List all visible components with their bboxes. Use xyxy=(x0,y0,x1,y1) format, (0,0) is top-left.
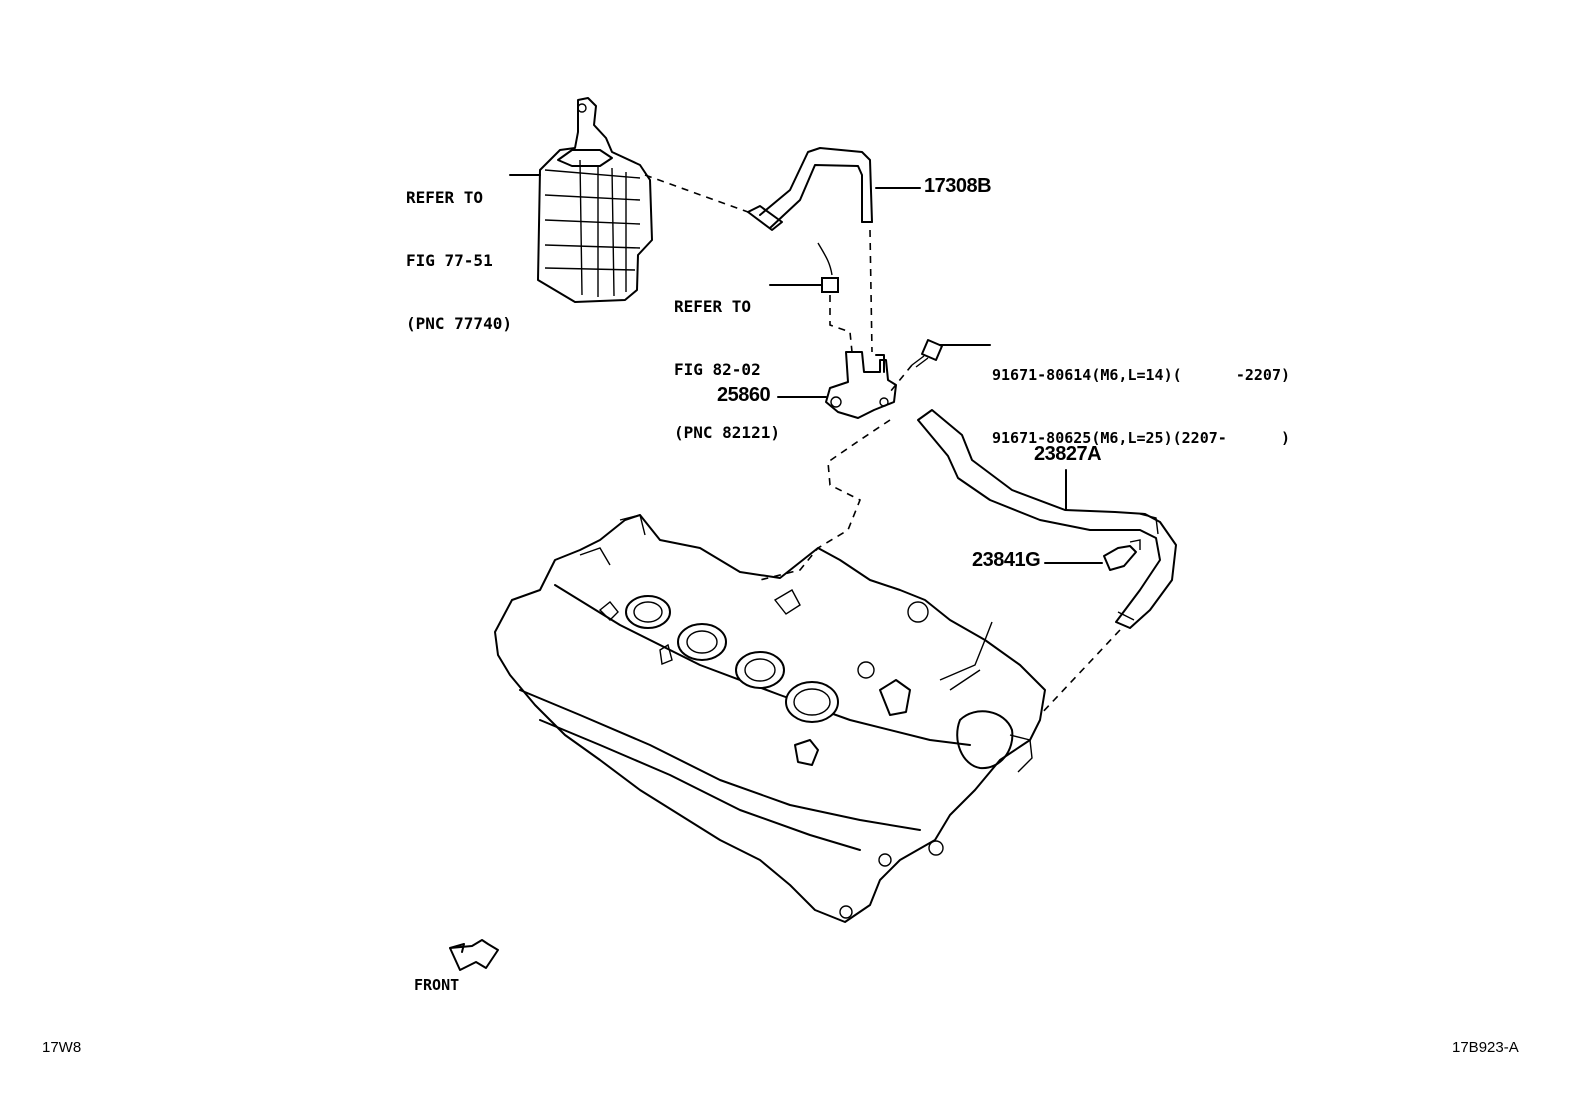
part-number-23827a: 23827A xyxy=(1034,443,1102,465)
bolt-part-line-1: 91671-80614(M6,L=14)( -2207) xyxy=(992,366,1291,384)
part-number-25860: 25860 xyxy=(717,384,771,406)
vsv-valve xyxy=(825,351,897,419)
sensor-reference-label: REFER TO FIG 82-02 (PNC 82121) xyxy=(674,254,780,464)
bolt xyxy=(911,339,943,368)
sensor-ref-line-1: REFER TO xyxy=(674,297,752,316)
hose-clamp xyxy=(1103,539,1141,571)
sensor-ref-line-3: (PNC 82121) xyxy=(674,423,780,442)
bolt-part-numbers: 91671-80614(M6,L=14)( -2207) 91671-80625… xyxy=(992,323,1290,470)
canister-ref-line-2: FIG 77-51 xyxy=(406,251,493,270)
bolt-part-line-2: 91671-80625(M6,L=25)(2207- ) xyxy=(992,429,1291,447)
sensor-connector xyxy=(817,242,839,293)
sensor-ref-line-2: FIG 82-02 xyxy=(674,360,761,379)
canister-reference-label: REFER TO FIG 77-51 (PNC 77740) xyxy=(406,145,512,355)
engine-cylinder-head xyxy=(494,514,1046,923)
canister-ref-line-1: REFER TO xyxy=(406,188,484,207)
charcoal-canister xyxy=(537,97,653,303)
footer-left-code: 17W8 xyxy=(42,1039,82,1056)
leader-lines xyxy=(509,174,1103,564)
footer-right-code: 17B923-A xyxy=(1452,1039,1519,1056)
connection-guides xyxy=(644,174,1121,716)
part-number-17308b: 17308B xyxy=(924,175,992,197)
front-label: FRONT xyxy=(414,976,460,994)
vacuum-hose-upper xyxy=(747,147,873,231)
vacuum-hose-lower xyxy=(917,409,1177,629)
front-arrow-icon xyxy=(449,939,499,971)
canister-ref-line-3: (PNC 77740) xyxy=(406,314,512,333)
part-number-23841g: 23841G xyxy=(972,549,1041,571)
